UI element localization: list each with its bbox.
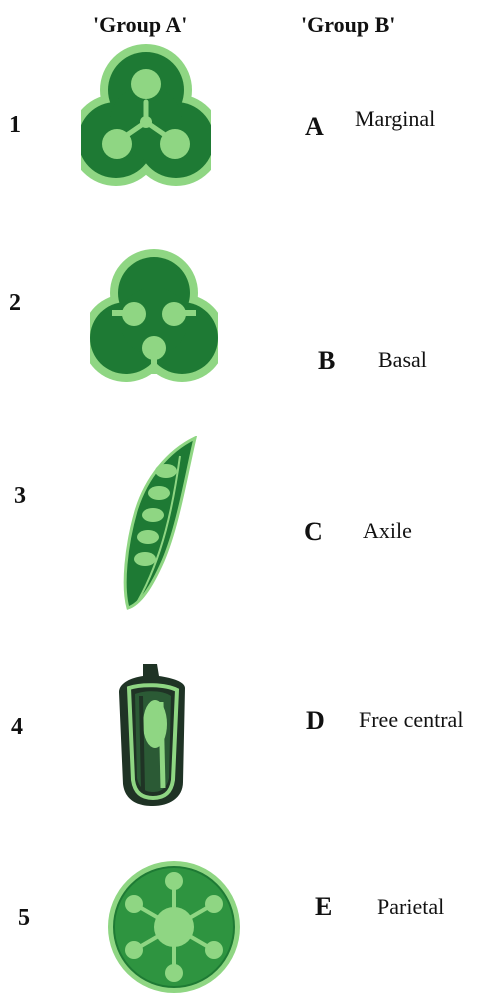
item-number-5: 5: [18, 905, 30, 932]
option-letter-d: D: [306, 706, 325, 736]
pea-pod-section-icon: [118, 436, 198, 611]
option-term-marginal: Marginal: [355, 106, 435, 132]
option-term-free-central: Free central: [359, 707, 463, 733]
figure-2: [90, 246, 218, 386]
option-letter-e: E: [315, 892, 332, 922]
tricarpellary-ovary-section-icon: [90, 246, 218, 386]
item-number-2: 2: [9, 290, 21, 317]
option-letter-a: A: [305, 112, 324, 142]
item-number-3: 3: [14, 483, 26, 510]
option-letter-b: B: [318, 346, 335, 376]
option-term-axile: Axile: [363, 518, 412, 544]
circular-ovary-central-axis-icon: [106, 855, 242, 999]
figure-3: [118, 436, 198, 611]
figure-5: [106, 855, 242, 999]
option-letter-c: C: [304, 517, 323, 547]
option-term-parietal: Parietal: [377, 894, 444, 920]
ovary-longitudinal-section-icon: [113, 662, 193, 810]
figure-1: [81, 40, 211, 190]
tricarpellary-ovary-section-icon: [81, 40, 211, 190]
figure-4: [113, 662, 193, 810]
group-a-header: 'Group A': [93, 12, 187, 38]
item-number-1: 1: [9, 112, 21, 139]
option-term-basal: Basal: [378, 347, 427, 373]
item-number-4: 4: [11, 714, 23, 741]
group-b-header: 'Group B': [301, 12, 395, 38]
